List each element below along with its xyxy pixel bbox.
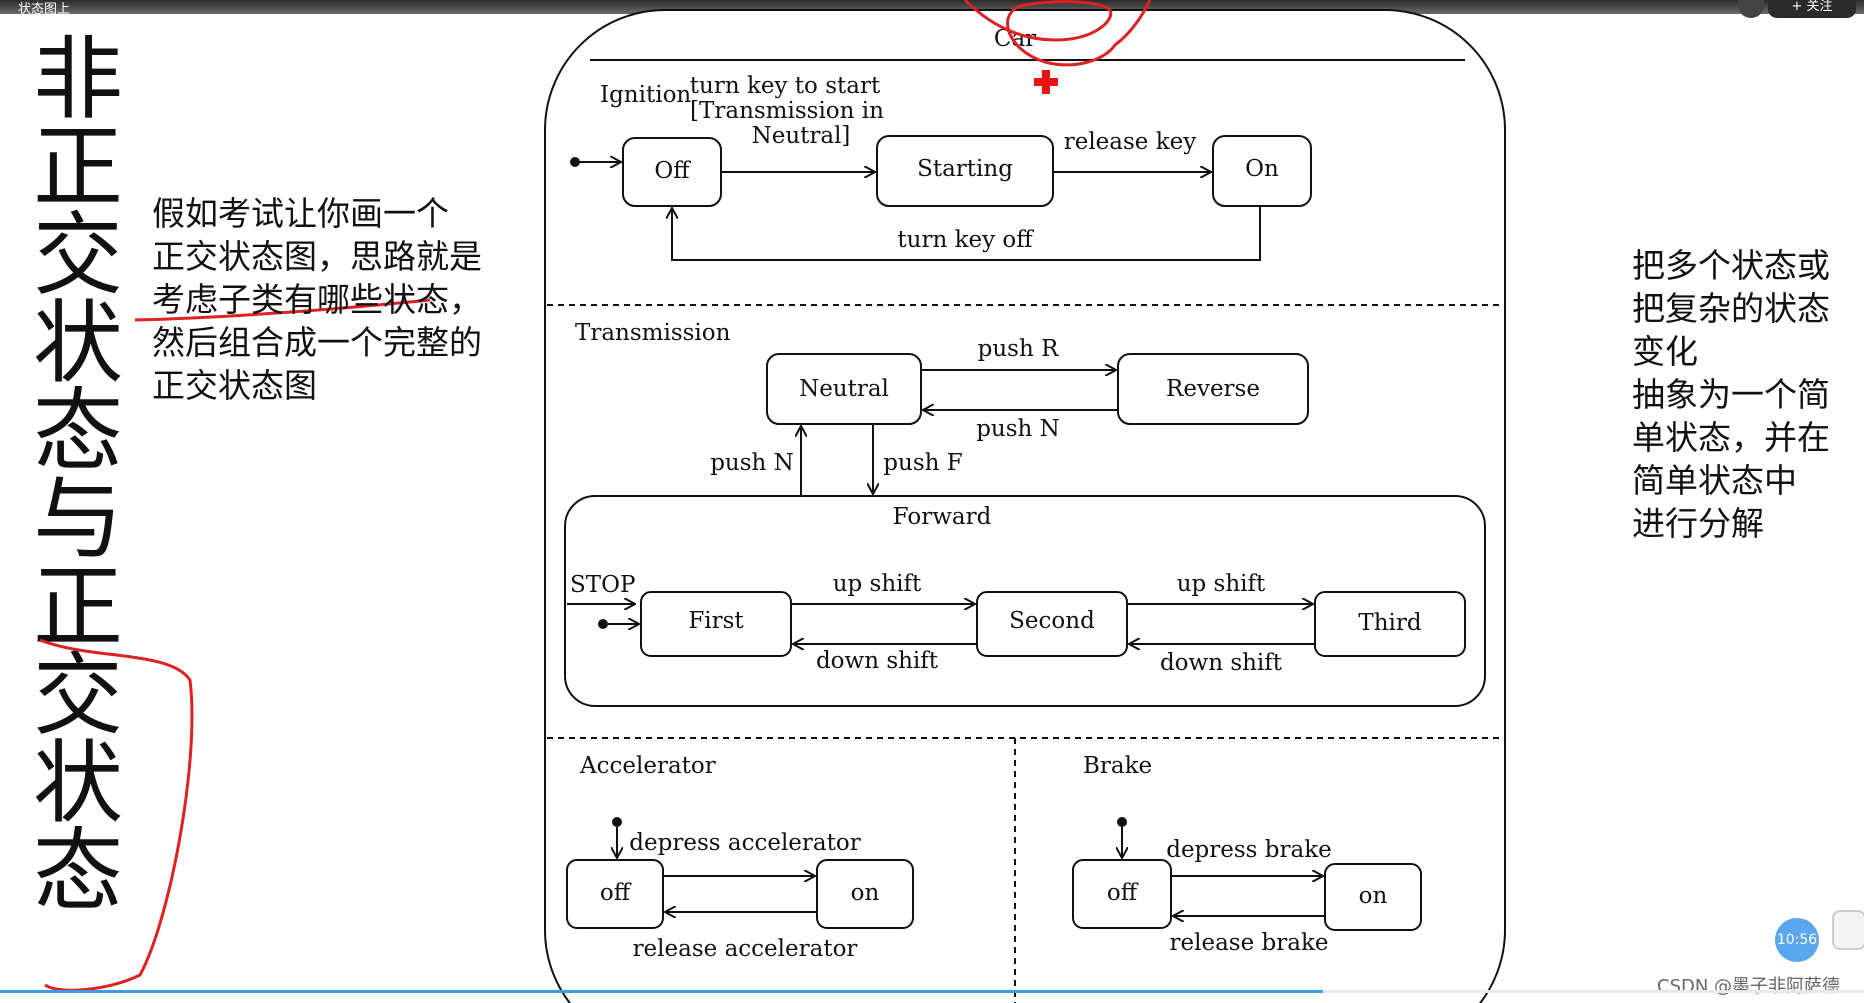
- follow-button[interactable]: + 关注: [1768, 0, 1856, 18]
- big-title: 非 正 交 状 态 与 正 交 状 态: [28, 27, 128, 924]
- initial-state-forward: [598, 619, 608, 629]
- region-label-accelerator: Accelerator: [579, 753, 716, 779]
- state-brake-off: [1072, 859, 1172, 929]
- big-title-char: 交: [33, 643, 123, 748]
- transition-label: release accelerator: [633, 936, 858, 962]
- big-title-char: 正: [33, 555, 123, 660]
- state-accelerator-off: [566, 859, 664, 929]
- transition-label: release brake: [1170, 930, 1329, 956]
- state-label: On: [1245, 156, 1279, 182]
- transition-label: push N: [710, 450, 794, 476]
- state-accelerator-on: [816, 859, 914, 929]
- state-label: on: [851, 880, 880, 906]
- initial-state-ignition: [570, 157, 580, 167]
- state-label: STOP: [570, 572, 635, 598]
- note-right-line: 把复杂的状态: [1632, 289, 1830, 328]
- big-title-char: 正: [33, 115, 123, 220]
- ink-annotations-left: [39, 298, 431, 992]
- region-label-brake: Brake: [1083, 753, 1152, 779]
- cursor-cross-icon: [1034, 70, 1058, 94]
- ink-scribble: [963, 0, 1152, 67]
- big-title-char: 状: [33, 731, 123, 836]
- note-right: 把多个状态或 把复杂的状态 变化 抽象为一个简 单状态，并在 简单状态中 进行分…: [1632, 244, 1862, 545]
- video-title: 状态图上: [18, 2, 71, 17]
- transition-label: up shift: [833, 571, 922, 597]
- video-progress-bar[interactable]: [0, 990, 1864, 993]
- transition-label: Neutral]: [752, 123, 851, 149]
- transition-label: release key: [1064, 129, 1197, 155]
- state-label: Starting: [917, 156, 1013, 182]
- transition-label: depress accelerator: [629, 830, 860, 856]
- play-icon[interactable]: [1832, 910, 1864, 950]
- state-label: First: [688, 608, 744, 634]
- state-brake-on: [1324, 863, 1422, 931]
- state-diagram: Car Ignition Off Starting On turn key to…: [544, 0, 1506, 1003]
- state-label: Third: [1358, 610, 1422, 636]
- state-label: off: [1107, 880, 1139, 906]
- transition-label: push R: [978, 336, 1059, 362]
- note-right-line: 把多个状态或: [1632, 246, 1830, 285]
- state-label: Neutral: [799, 376, 889, 402]
- watermark: CSDN @墨子非阿萨德: [1657, 976, 1841, 997]
- big-title-char: 状: [33, 291, 123, 396]
- initial-state-accelerator: [612, 817, 622, 827]
- note-left: 假如考试让你画一个 正交状态图，思路就是 考虑子类有哪些状态， 然后组合成一个完…: [152, 192, 532, 407]
- region-label-transmission: Transmission: [575, 320, 731, 346]
- transition-arrow: [672, 206, 1261, 261]
- transition-label: push F: [883, 450, 962, 476]
- note-right-line: 变化: [1632, 332, 1698, 371]
- state-third: [1314, 591, 1466, 657]
- note-right-line: 单状态，并在: [1632, 418, 1830, 457]
- transition-label: [Transmission in: [690, 98, 884, 124]
- state-neutral: [766, 353, 922, 425]
- big-title-char: 交: [33, 203, 123, 308]
- note-left-line: 正交状态图，思路就是: [152, 237, 482, 276]
- big-title-char: 态: [33, 819, 123, 924]
- state-reverse: [1117, 353, 1309, 425]
- note-left-line: 考虑子类有哪些状态，: [152, 280, 482, 319]
- state-second: [976, 591, 1128, 657]
- state-label: Reverse: [1166, 376, 1260, 402]
- region-label-ignition: Ignition: [600, 82, 691, 108]
- transition-label: turn key to start: [690, 73, 881, 99]
- video-progress-fill: [0, 990, 1324, 993]
- transition-label: push N: [976, 416, 1060, 442]
- state-label: Off: [654, 158, 691, 184]
- car-label: Car: [994, 26, 1036, 52]
- big-title-char: 非: [33, 27, 123, 132]
- transition-label: turn key off: [897, 227, 1034, 253]
- big-title-char: 态: [33, 379, 123, 484]
- state-label: Forward: [893, 504, 992, 530]
- note-right-line: 简单状态中: [1632, 461, 1797, 500]
- uploader-avatar[interactable]: [1738, 0, 1764, 18]
- transition-label: down shift: [1160, 650, 1283, 676]
- note-right-line: 抽象为一个简: [1632, 375, 1830, 414]
- note-left-line: 然后组合成一个完整的: [152, 323, 482, 362]
- note-left-line: 假如考试让你画一个: [152, 194, 449, 233]
- state-label: Second: [1009, 608, 1095, 634]
- state-first: [640, 591, 792, 657]
- state-on: [1212, 135, 1312, 207]
- note-right-line: 进行分解: [1632, 504, 1764, 543]
- big-title-char: 与: [33, 467, 123, 572]
- transition-label: down shift: [816, 648, 939, 674]
- state-label: on: [1359, 883, 1388, 909]
- time-badge: 10:56: [1775, 918, 1819, 962]
- initial-state-brake: [1117, 817, 1127, 827]
- state-label: off: [600, 880, 632, 906]
- transition-label: depress brake: [1166, 837, 1332, 863]
- transition-label: up shift: [1177, 571, 1266, 597]
- note-left-line: 正交状态图: [152, 366, 317, 405]
